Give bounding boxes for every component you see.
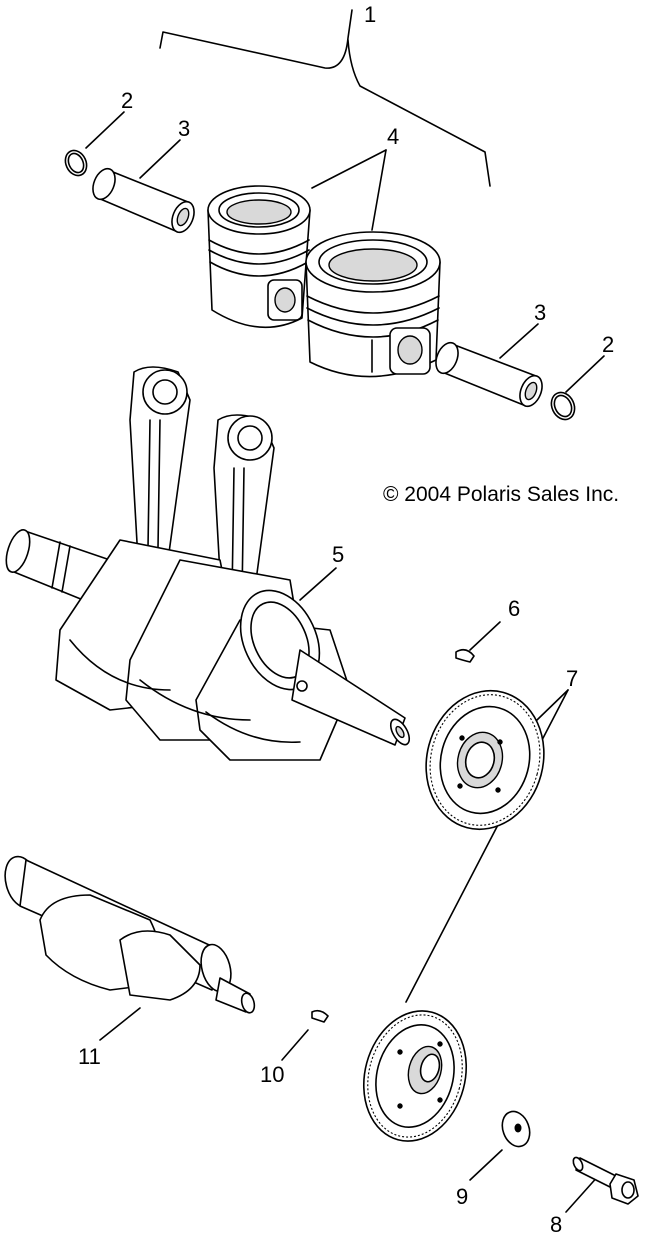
callout-4: 4 [387,124,400,149]
callout-2-left: 2 [121,88,134,113]
woodruff-key-crank [455,648,475,663]
piston-pin-right [435,341,543,408]
crankshaft-assembly [5,366,411,761]
bolt [572,1156,639,1205]
circlip-right [550,391,576,421]
callout-5: 5 [332,542,345,567]
callout-7: 7 [566,666,579,691]
callout-3-left: 3 [178,116,191,141]
drive-gear-upper [425,689,545,831]
piston-assembly-bracket [159,9,491,187]
balance-shaft [4,855,256,1014]
copyright-notice: © 2004 Polaris Sales Inc. [383,483,620,506]
callout-8: 8 [550,1212,563,1237]
callout-10: 10 [260,1062,285,1087]
callout-6: 6 [508,596,521,621]
piston-rear [207,185,311,329]
driven-gear-lower [362,1010,468,1142]
woodruff-key-balance [311,1009,329,1023]
callout-3-right: 3 [534,300,547,325]
callout-11: 11 [78,1044,101,1069]
piston-pin-left [92,167,195,234]
piston-front [305,231,441,378]
washer [501,1110,531,1148]
circlip-left [64,149,88,177]
callout-2-right: 2 [602,332,615,357]
callout-9: 9 [456,1184,469,1209]
callout-1: 1 [364,2,377,27]
